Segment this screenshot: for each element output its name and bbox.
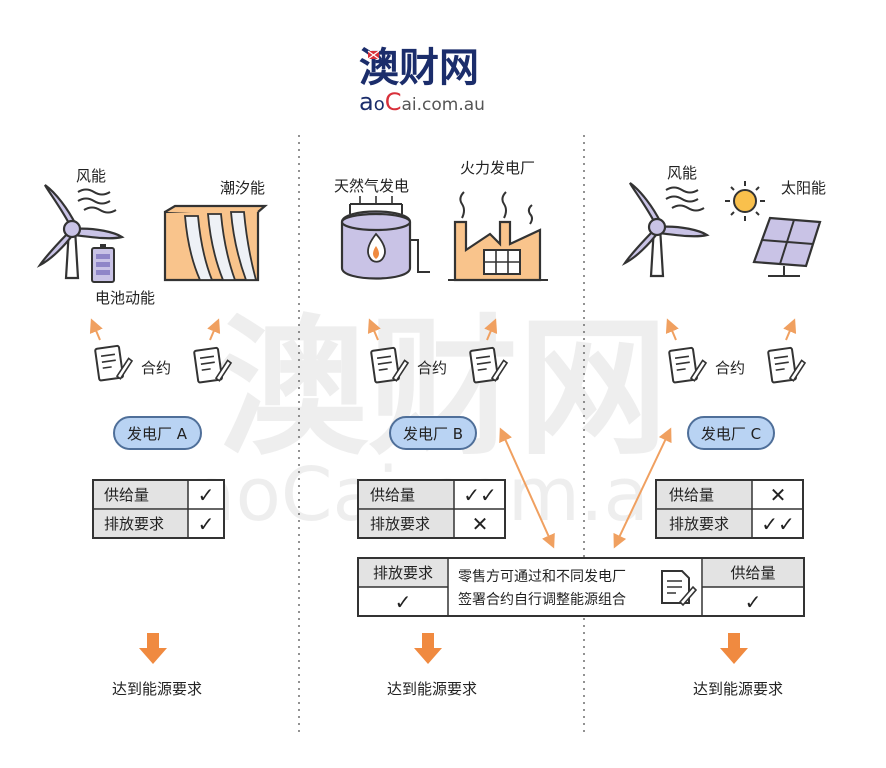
arrow-up-left <box>367 318 381 341</box>
plant-pill <box>113 416 202 450</box>
plant-pill <box>687 416 775 450</box>
check-icon: ✓ <box>395 590 412 614</box>
check-icon: ✓ <box>198 483 215 507</box>
flag-icon <box>367 50 380 60</box>
double-check-icon: ✓✓ <box>761 512 795 536</box>
factory-icon <box>448 191 548 282</box>
status-table: 供给量 排放要求 ✓ ✓ <box>92 479 225 539</box>
combined-table: 排放要求 ✓ 零售方可通过和不同发电厂 签署合约自行调整能源组合 供给量 ✓ <box>357 557 805 617</box>
combined-right-header: 供给量 <box>730 564 775 582</box>
combined-left-header: 排放要求 <box>373 564 433 582</box>
contract-icon <box>193 346 233 384</box>
solar-panel-icon <box>752 216 822 277</box>
cross-icon: ✕ <box>472 512 489 536</box>
contract-icon <box>469 346 509 384</box>
source-label-gas: 天然气发电 <box>334 177 409 195</box>
gas-tank-icon <box>340 196 430 280</box>
outcome-label: 达到能源要求 <box>693 680 783 698</box>
arrow-up-right <box>783 318 797 341</box>
wind-lines-icon <box>665 186 705 212</box>
status-table: 供给量 排放要求 ✓✓ ✕ <box>357 479 506 539</box>
table-label-supply: 供给量 <box>669 486 714 504</box>
combined-middle-line1: 零售方可通过和不同发电厂 <box>458 569 626 585</box>
plant-label: 发电厂 C <box>701 425 761 443</box>
plant-pill <box>389 416 477 450</box>
source-label-thermal: 火力发电厂 <box>460 159 535 177</box>
source-label-battery: 电池动能 <box>95 289 155 307</box>
sun-icon <box>725 181 765 221</box>
battery-icon <box>91 244 115 283</box>
source-label-wind: 风能 <box>667 164 697 182</box>
table-label-emission: 排放要求 <box>669 515 729 533</box>
arrow-down-icon <box>720 633 748 664</box>
table-label-emission: 排放要求 <box>370 515 430 533</box>
plant-label: 发电厂 B <box>403 425 463 443</box>
check-icon: ✓ <box>745 590 762 614</box>
cross-icon: ✕ <box>770 483 787 507</box>
double-arrow-b <box>499 427 555 549</box>
wind-lines-icon <box>77 188 117 214</box>
arrow-up-right <box>207 318 221 341</box>
contract-icon <box>94 344 134 382</box>
outcome-label: 达到能源要求 <box>387 680 477 698</box>
source-label-tidal: 潮汐能 <box>220 179 265 197</box>
source-label-wind: 风能 <box>76 167 106 185</box>
table-label-emission: 排放要求 <box>104 515 164 533</box>
plant-label: 发电厂 A <box>127 425 188 443</box>
arrow-down-icon <box>414 633 442 664</box>
contract-icon <box>668 346 708 384</box>
arrow-down-icon <box>139 633 167 664</box>
outcome-label: 达到能源要求 <box>112 680 202 698</box>
contract-icon <box>370 346 410 384</box>
wind-turbine-icon <box>621 182 710 278</box>
table-label-supply: 供给量 <box>370 486 415 504</box>
wind-turbine-icon <box>36 184 125 280</box>
arrow-up-right <box>484 318 498 341</box>
contract-label: 合约 <box>141 359 171 377</box>
arrow-up-left <box>89 318 103 341</box>
contract-label: 合约 <box>715 359 745 377</box>
combined-middle-line2: 签署合约自行调整能源组合 <box>458 591 626 608</box>
arrow-up-left <box>665 318 679 341</box>
logo-domain: aoCai.com.au <box>359 88 485 116</box>
document-edit-icon <box>661 570 698 607</box>
column-a: 风能 电池动能 潮汐能 合约 <box>36 167 268 698</box>
source-label-solar: 太阳能 <box>781 179 826 197</box>
double-arrow-c <box>613 427 672 549</box>
table-label-supply: 供给量 <box>104 486 149 504</box>
tidal-dam-icon <box>163 204 268 282</box>
column-c: 风能 太阳能 合约 发电厂 C <box>621 164 826 698</box>
status-table: 供给量 排放要求 ✕ ✓✓ <box>655 479 804 539</box>
double-check-icon: ✓✓ <box>463 483 497 507</box>
logo: 澳财网 aoCai.com.au <box>359 45 485 116</box>
contract-icon <box>767 346 807 384</box>
check-icon: ✓ <box>198 512 215 536</box>
column-b: 天然气发电 火力发电厂 合约 发电厂 B <box>334 159 548 698</box>
contract-label: 合约 <box>417 359 447 377</box>
